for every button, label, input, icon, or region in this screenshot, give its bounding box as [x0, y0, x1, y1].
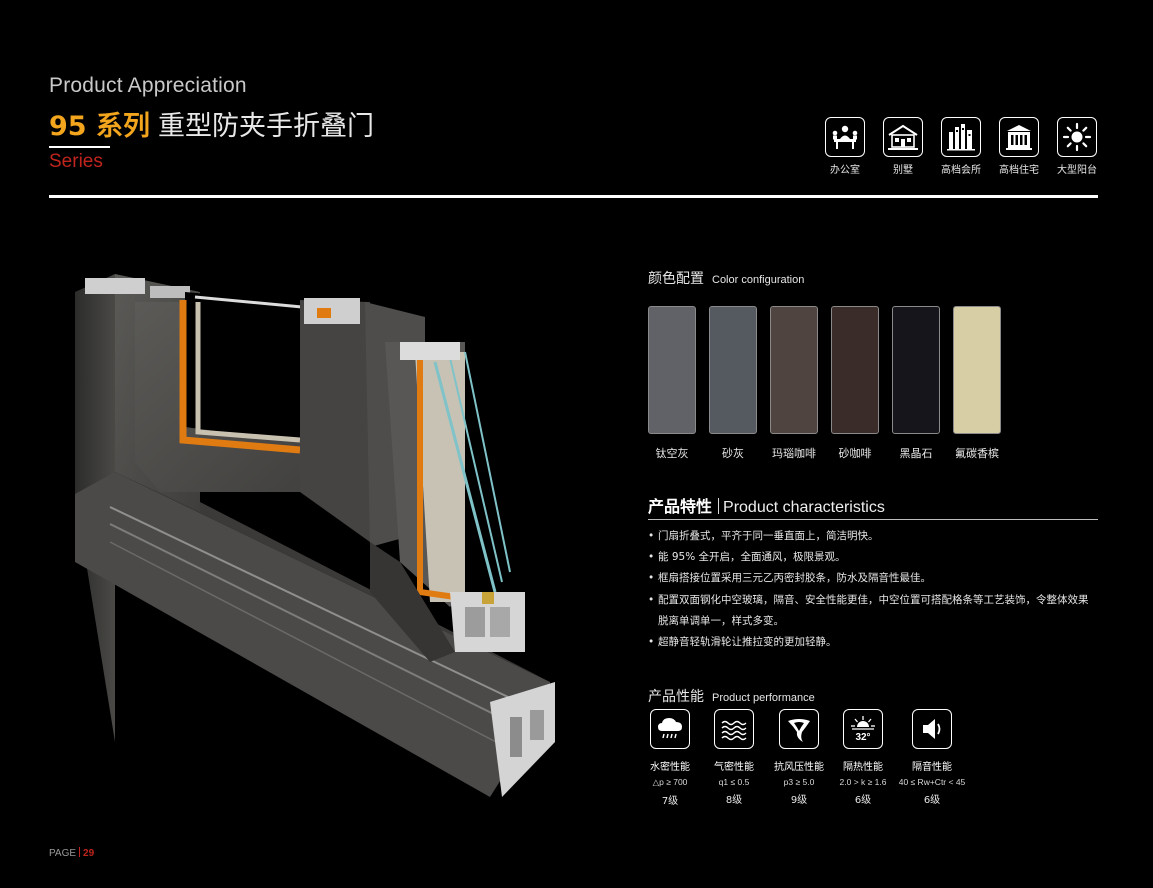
list-item: •框扇搭接位置采用三元乙丙密封胶条，防水及隔音性最佳。: [648, 572, 931, 584]
list-item: •门扇折叠式，平齐于同一垂直面上，简洁明快。: [648, 530, 879, 542]
temperature-label: 32°: [855, 732, 870, 743]
characteristics-divider: [648, 519, 1098, 520]
application-balcony: 大型阳台: [1055, 117, 1099, 176]
color-swatch: [770, 306, 818, 434]
header-accent-bar: [49, 146, 110, 148]
performance-item-wind: 抗风压性能 p3 ≥ 5.0 9级: [769, 709, 829, 806]
series-number: 95 系列: [49, 111, 150, 142]
application-villa: 别墅: [881, 117, 925, 176]
application-residence: 高档住宅: [997, 117, 1041, 176]
product-name: 重型防夹手折叠门: [157, 111, 374, 142]
color-label: 砂咖啡: [838, 447, 872, 460]
performance-item-sound: 隔音性能 40 ≤ Rw+Ctr < 45 6级: [899, 709, 965, 806]
air-tightness-icon: [714, 709, 754, 749]
list-item: •超静音轻轨滑轮让推拉变的更加轻静。: [648, 636, 837, 648]
water-tightness-icon: [650, 709, 690, 749]
performance-item-air: 气密性能 q1 ≤ 0.5 8级: [704, 709, 764, 806]
application-label: 大型阳台: [1057, 165, 1097, 176]
application-label: 高档会所: [941, 165, 981, 176]
color-swatch: [709, 306, 757, 434]
color-label: 玛瑙咖啡: [772, 447, 816, 460]
color-swatch: [831, 306, 879, 434]
header-divider: [49, 195, 1098, 198]
color-swatch: [953, 306, 1001, 434]
application-label: 办公室: [830, 165, 860, 176]
office-meeting-icon: [825, 117, 865, 157]
series-label: Series: [49, 151, 103, 172]
color-swatch: [892, 306, 940, 434]
header-en-title: Product Appreciation: [49, 74, 247, 97]
application-office: 办公室: [823, 117, 867, 176]
sound-insulation-icon: [912, 709, 952, 749]
clubhouse-icon: [941, 117, 981, 157]
performance-item-heat: 32° 隔热性能 2.0 > k ≥ 1.6 6级: [833, 709, 893, 806]
residence-icon: [999, 117, 1039, 157]
folding-door-profile-image: [75, 274, 555, 797]
application-clubhouse: 高档会所: [939, 117, 983, 176]
color-label: 钛空灰: [655, 447, 689, 460]
villa-icon: [883, 117, 923, 157]
performance-item-water: 水密性能 △p ≥ 700 7级: [640, 709, 700, 807]
heat-insulation-icon: 32°: [843, 709, 883, 749]
color-label: 砂灰: [722, 447, 744, 460]
application-label: 高档住宅: [999, 165, 1039, 176]
color-label: 氟碳香槟: [955, 447, 999, 460]
color-label: 黑晶石: [899, 447, 933, 460]
wind-pressure-icon: [779, 709, 819, 749]
list-item: •能 95% 全开启，全面通风，极限景观。: [648, 551, 846, 563]
list-item: •配置双面钢化中空玻璃，隔音、安全性能更佳，中空位置可搭配格条等工艺装饰，令整体…: [648, 594, 1089, 606]
page-title: 95 系列重型防夹手折叠门: [49, 104, 374, 143]
color-swatch: [648, 306, 696, 434]
list-item-continuation: 脱离单调单一，样式多变。: [658, 615, 784, 627]
application-label: 别墅: [893, 165, 913, 176]
sun-balcony-icon: [1057, 117, 1097, 157]
